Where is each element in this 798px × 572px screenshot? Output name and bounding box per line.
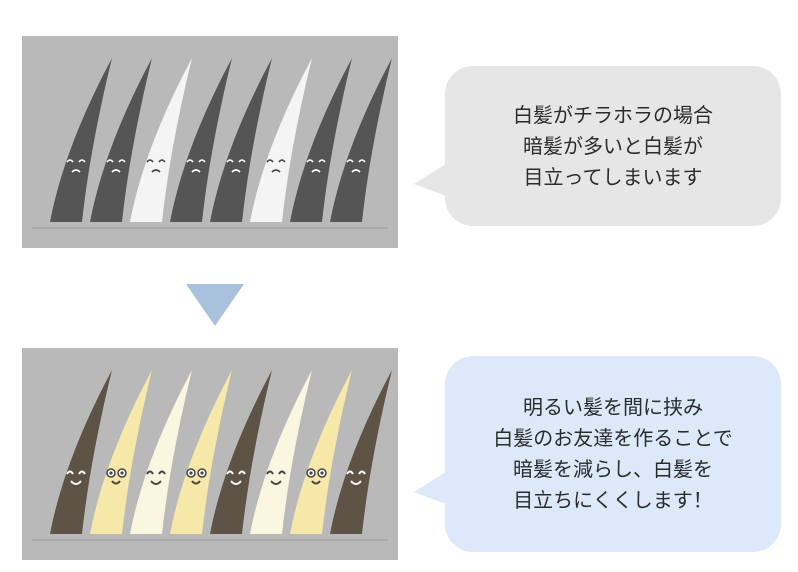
hair-strand xyxy=(50,370,112,534)
bubble-top-line-3: 目立ってしまいます xyxy=(523,164,703,189)
hair-strands-bottom xyxy=(32,370,392,541)
smile-face-icon xyxy=(226,470,246,485)
down-arrow-icon xyxy=(186,284,244,326)
hair-strand xyxy=(210,58,272,222)
smile-face-icon xyxy=(66,470,86,485)
hair-strand xyxy=(130,370,192,534)
speech-bubble-bottom: 明るい髪を間に挟み 白髪のお友達を作ることで 暗髪を減らし、白髪を 目立ちにくく… xyxy=(445,356,781,552)
bubble-tail-top xyxy=(414,164,446,196)
hair-strand xyxy=(50,58,112,222)
hair-strand xyxy=(90,370,152,534)
hair-strands-top xyxy=(32,58,392,229)
hair-strand xyxy=(90,58,152,222)
bubble-bottom-line-1: 明るい髪を間に挟み xyxy=(523,395,703,419)
smile-face-icon xyxy=(266,470,286,485)
bubble-top-line-1: 白髪がチラホラの場合 xyxy=(513,102,713,127)
bubble-bottom-line-2: 白髪のお友達を作ることで xyxy=(493,426,733,450)
smile-face-icon xyxy=(146,470,166,485)
hair-strand xyxy=(250,370,312,534)
hair-strand xyxy=(330,370,392,534)
hair-strand xyxy=(170,370,232,534)
glasses-face-icon xyxy=(306,468,327,485)
hair-strand xyxy=(250,58,312,222)
sad-face-icon xyxy=(346,159,366,173)
sad-face-icon xyxy=(226,159,246,173)
hair-strand xyxy=(130,58,192,222)
sad-face-icon xyxy=(306,159,326,173)
bubble-top-line-2: 暗髪が多いと白髪が xyxy=(523,133,703,158)
smile-face-icon xyxy=(346,470,366,485)
glasses-face-icon xyxy=(186,468,207,485)
sad-face-icon xyxy=(146,159,166,173)
hair-strand xyxy=(330,58,392,222)
hair-strand xyxy=(210,370,272,534)
sparse-gray-hair-illustration xyxy=(22,36,398,248)
bubble-tail-bottom xyxy=(414,472,446,504)
sad-face-icon xyxy=(186,159,206,173)
glasses-face-icon xyxy=(106,468,127,485)
speech-bubble-top: 白髪がチラホラの場合 暗髪が多いと白髪が 目立ってしまいます xyxy=(445,66,781,226)
hair-strand xyxy=(290,370,352,534)
bubble-bottom-line-4: 目立ちにくくします！ xyxy=(513,488,713,512)
hair-strand xyxy=(170,58,232,222)
bubble-bottom-line-3: 暗髪を減らし、白髪を xyxy=(513,457,713,481)
sad-face-icon xyxy=(106,159,126,173)
sad-face-icon xyxy=(266,159,286,173)
blended-hair-illustration xyxy=(22,348,398,560)
sad-face-icon xyxy=(66,159,86,173)
hair-strand xyxy=(290,58,352,222)
